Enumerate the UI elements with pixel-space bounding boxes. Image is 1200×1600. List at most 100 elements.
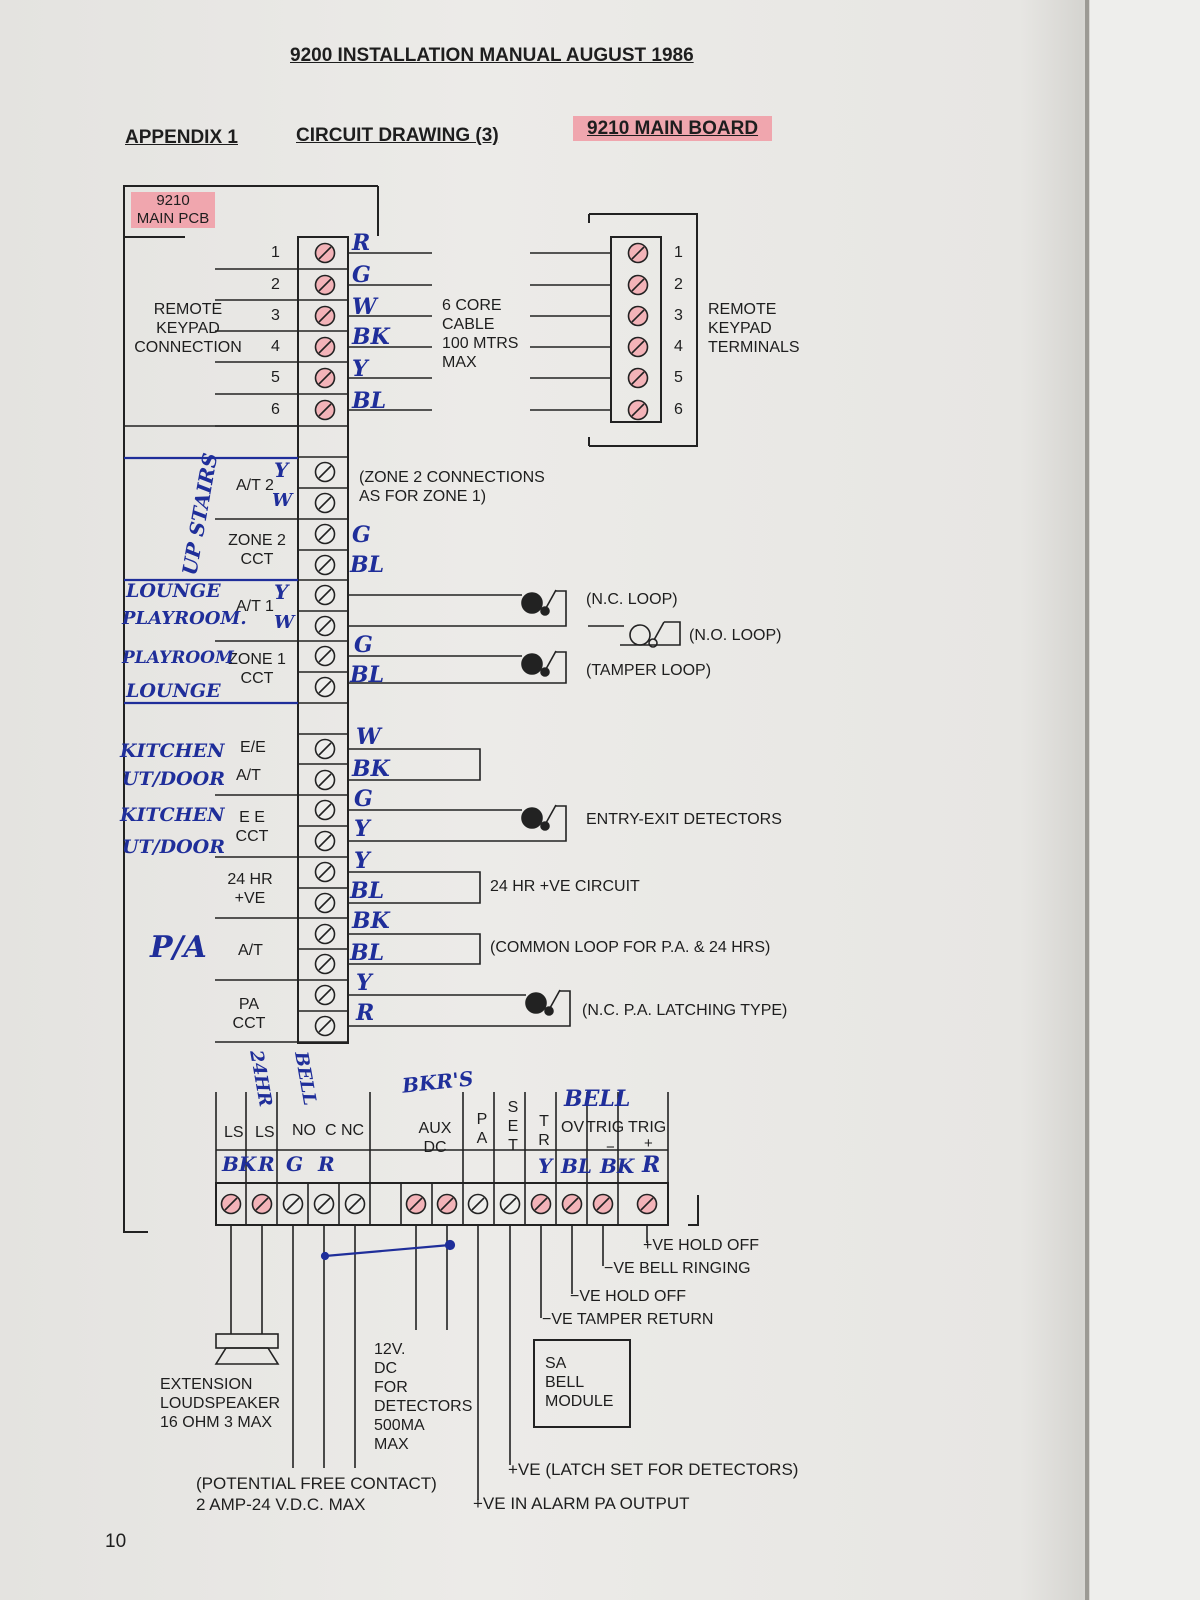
hr24-link [348, 871, 481, 904]
bottom-slot-7 [440, 1197, 454, 1211]
bottom-slot-13 [640, 1197, 654, 1211]
ls2-label: LS [255, 1124, 275, 1141]
ee-loop-right [348, 805, 567, 842]
main-terminal-slot-20 [318, 896, 332, 910]
nc-loop-right [556, 590, 567, 611]
wire-code-bl: BL [352, 388, 387, 414]
c-label: C [325, 1122, 337, 1139]
main-terminal-slot-17 [318, 803, 332, 817]
cable-4: MAX [442, 354, 477, 371]
keypad-pin-left-1: 1 [271, 244, 280, 261]
hr24-label: 24 HR +VE [218, 870, 282, 908]
nc-loop-bottom [348, 611, 567, 627]
main-terminal-slot-16 [318, 773, 332, 787]
remote-keypad-connection-label: REMOTE KEYPAD CONNECTION [128, 300, 248, 357]
hw-z2-g: G [352, 522, 371, 548]
cable-label: 6 CORE CABLE 100 MTRS MAX [442, 296, 518, 372]
page-number: 10 [105, 1531, 127, 1552]
hw-z2-y: Y [274, 458, 289, 482]
detector-symbol-5 [525, 989, 561, 1016]
main-terminal-slot-9 [318, 527, 332, 541]
hw-bot-y: Y [538, 1154, 553, 1178]
main-terminal-slot-22 [318, 957, 332, 971]
set-2: E [507, 1118, 519, 1135]
pa-cct-label: PA CCT [220, 995, 278, 1033]
detector-body-1 [521, 592, 543, 614]
dc-5: 500MA [374, 1417, 425, 1434]
minus-sign: − [606, 1139, 615, 1156]
pcb-label-line1: 9210 [156, 192, 190, 209]
kpt-1: REMOTE [708, 301, 777, 318]
main-terminal-slot-14 [318, 680, 332, 694]
ee-label: E/E [240, 739, 266, 756]
main-terminal-slot-24 [318, 1019, 332, 1033]
zone2-cct-label: ZONE 2 CCT [222, 531, 292, 569]
main-terminal-slot-10 [318, 558, 332, 572]
bottom-slot-3 [286, 1197, 300, 1211]
main-terminal-slot-18 [318, 834, 332, 848]
mod-2: BELL [545, 1374, 585, 1391]
z1cct-2: CCT [240, 670, 274, 687]
keypad-pin-right-2: 2 [674, 276, 683, 293]
wire-code-r: R [352, 230, 371, 256]
zone2-at-label: A/T 2 [236, 477, 274, 494]
hw-pa: P/A [150, 930, 207, 965]
pacct-2: CCT [232, 1015, 266, 1032]
hw-playroom2: PLAYROOM [122, 648, 234, 668]
hw-kitchen1: KITCHEN [120, 740, 225, 762]
book-spine [1085, 0, 1089, 1600]
set-label: S E T [505, 1098, 521, 1155]
eecct-2: CCT [235, 828, 269, 845]
trig-plus-label: TRIG [628, 1119, 667, 1136]
detector-body-3 [521, 653, 543, 675]
kpt-3: TERMINALS [708, 339, 800, 356]
ee-at-label: A/T [236, 767, 261, 784]
pa-output-label: P A [474, 1110, 490, 1148]
contact-1: (POTENTIAL FREE CONTACT) [196, 1474, 437, 1493]
hw-utdoor1: UT/DOOR [122, 768, 226, 790]
hw-ee-bk: BK [352, 756, 390, 782]
keypad-terminal-slot-4 [631, 340, 645, 354]
z1cct-1: ZONE 1 [228, 651, 286, 668]
detector-symbol-3 [521, 650, 557, 677]
detector-arm-1 [545, 589, 557, 609]
bottom-slot-2 [255, 1197, 269, 1211]
latch-set-note: +VE (LATCH SET FOR DETECTORS) [508, 1460, 799, 1479]
pa-2: A [476, 1130, 488, 1147]
detector-arm-3 [545, 650, 557, 670]
main-terminal-slot-12 [318, 619, 332, 633]
hr24-circuit-label: 24 HR +VE CIRCUIT [490, 878, 640, 895]
hw-ee-y: Y [354, 816, 370, 842]
keypad-terminal-strip [610, 236, 662, 423]
drawing-label: CIRCUIT DRAWING (3) [296, 125, 499, 146]
z2cct-2: CCT [240, 551, 274, 568]
bottom-slot-5 [348, 1197, 362, 1211]
page-title: 9200 INSTALLATION MANUAL AUGUST 1986 [290, 45, 694, 66]
pa-1: P [476, 1111, 488, 1128]
detector-contact-4 [540, 821, 550, 831]
pcb-label-line2: MAIN PCB [136, 210, 210, 227]
kpt-2: KEYPAD [708, 320, 772, 337]
detector-contact-1 [540, 606, 550, 616]
nc-label: NC [341, 1122, 365, 1139]
main-terminal-slot-11 [318, 588, 332, 602]
keypad-terminal-slot-2 [631, 278, 645, 292]
hr24-2: +VE [234, 890, 266, 907]
eecct-1: E E [239, 809, 265, 826]
cable-2: CABLE [442, 316, 495, 333]
entry-exit-label: ENTRY-EXIT DETECTORS [586, 811, 782, 828]
keypad-pin-right-1: 1 [674, 244, 683, 261]
keypad-pin-left-6: 6 [271, 401, 280, 418]
hw-pa-r: R [356, 1000, 375, 1026]
main-terminal-slot-19 [318, 865, 332, 879]
ov-label: OV [561, 1119, 585, 1136]
alarm-pa-note: +VE IN ALARM PA OUTPUT [473, 1494, 690, 1513]
hw-pa-bk: BK [352, 908, 390, 934]
hw-hr-bl: BL [350, 878, 385, 904]
hw-bot-bl: BL [561, 1154, 592, 1178]
keypad-pin-right-5: 5 [674, 369, 683, 386]
aux-2: DC [423, 1139, 447, 1156]
keypad-pin-right-6: 6 [674, 401, 683, 418]
